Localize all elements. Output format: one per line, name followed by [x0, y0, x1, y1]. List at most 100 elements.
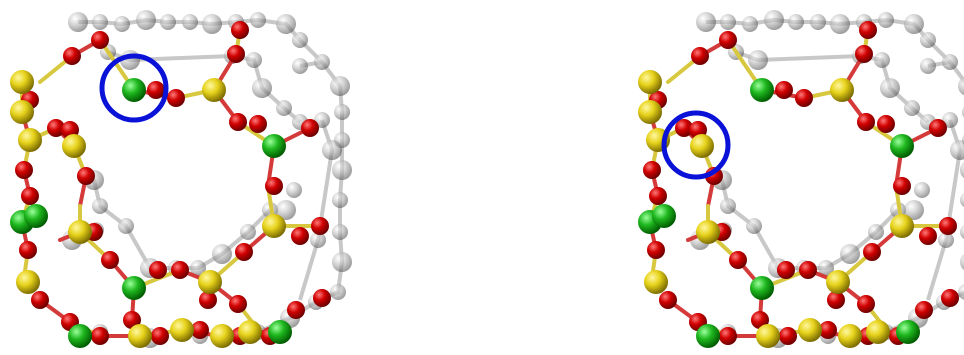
oxygen-atom	[859, 21, 877, 39]
oxygen-atom	[149, 261, 167, 279]
oxygen-atom	[199, 291, 217, 309]
oxygen-atom	[101, 251, 119, 269]
ghost-bond	[298, 60, 335, 301]
oxygen-atom	[21, 187, 39, 205]
ghost-atom	[960, 162, 964, 178]
ghost-atom	[818, 260, 834, 276]
zeolite-cage-structure-left	[10, 10, 352, 348]
oxygen-atom	[249, 115, 267, 133]
silicon-atom	[690, 134, 714, 158]
aluminum-atom	[890, 134, 914, 158]
ghost-atom	[276, 14, 296, 34]
oxygen-atom	[313, 289, 331, 307]
oxygen-atom	[311, 217, 329, 235]
oxygen-atom	[915, 301, 933, 319]
ghost-atom	[746, 218, 762, 234]
oxygen-atom	[151, 327, 169, 345]
oxygen-atom	[827, 291, 845, 309]
aluminum-atom	[122, 276, 146, 300]
ghost-atom	[330, 284, 346, 300]
oxygen-atom	[795, 89, 813, 107]
oxygen-atom	[659, 291, 677, 309]
silicon-atom	[202, 78, 226, 102]
silicon-atom	[644, 270, 668, 294]
oxygen-atom	[31, 291, 49, 309]
oxygen-atom	[751, 311, 769, 329]
ghost-atom	[160, 14, 176, 30]
ghost-atom	[292, 32, 308, 48]
ghost-atom	[246, 52, 262, 68]
aluminum-atom	[24, 204, 48, 228]
ghost-atom	[810, 14, 826, 30]
ghost-atom	[332, 252, 352, 272]
ghost-atom	[190, 260, 206, 276]
oxygen-atom	[929, 119, 947, 137]
oxygen-atom	[799, 261, 817, 279]
ghost-atom	[286, 182, 302, 198]
oxygen-atom	[235, 243, 253, 261]
oxygen-atom	[291, 227, 309, 245]
ghost-atom	[942, 54, 958, 70]
ghost-atom	[920, 32, 936, 48]
oxygen-atom	[877, 115, 895, 133]
oxygen-atom	[15, 161, 33, 179]
oxygen-atom	[857, 295, 875, 313]
ghost-atom	[960, 225, 964, 239]
oxygen-atom	[893, 177, 911, 195]
oxygen-atom	[719, 31, 737, 49]
oxygen-atom	[77, 167, 95, 185]
ghost-atom	[788, 14, 804, 30]
highlight-ring	[661, 110, 731, 180]
oxygen-atom	[675, 119, 693, 137]
silicon-atom	[198, 270, 222, 294]
oxygen-atom	[227, 45, 245, 63]
oxygen-atom	[691, 47, 709, 65]
silicon-atom	[826, 270, 850, 294]
silicon-atom	[638, 70, 662, 94]
zeolite-cage-structure-right	[638, 10, 964, 348]
ghost-atom	[920, 58, 936, 74]
ghost-atom	[720, 14, 736, 30]
oxygen-atom	[63, 47, 81, 65]
oxygen-atom	[819, 321, 837, 339]
aluminum-atom	[268, 320, 292, 344]
aluminum-atom	[750, 78, 774, 102]
ghost-atom	[332, 160, 352, 180]
silicon-atom	[756, 324, 780, 348]
ghost-atom	[332, 192, 348, 208]
atom-layer	[10, 21, 331, 348]
oxygen-atom	[91, 327, 109, 345]
silicon-atom	[10, 70, 34, 94]
ghost-atom	[334, 104, 350, 120]
ghost-atom	[202, 14, 222, 34]
aluminum-atom	[68, 324, 92, 348]
ghost-atom	[874, 52, 890, 68]
ghost-atom	[914, 182, 930, 198]
aluminum-atom	[696, 324, 720, 348]
ghost-atom	[904, 14, 924, 34]
ghost-atom	[830, 14, 850, 34]
ghost-atom	[250, 12, 266, 28]
ghost-atom	[958, 76, 964, 96]
silicon-atom	[16, 270, 40, 294]
oxygen-atom	[643, 161, 661, 179]
ghost-atom	[92, 198, 108, 214]
ghost-atom	[118, 218, 134, 234]
ghost-atom	[938, 232, 954, 248]
ghost-atom	[332, 224, 348, 240]
oxygen-atom	[939, 217, 957, 235]
oxygen-atom	[775, 81, 793, 99]
silicon-atom	[838, 324, 862, 348]
ghost-atom	[212, 244, 232, 264]
oxygen-atom	[265, 177, 283, 195]
ghost-atom	[720, 198, 736, 214]
ghost-framework-layer	[690, 10, 964, 348]
silicon-atom	[210, 324, 234, 348]
oxygen-atom	[855, 45, 873, 63]
highlight-ring	[99, 53, 169, 123]
ghost-atom	[240, 224, 256, 240]
ghost-atom	[310, 232, 326, 248]
ghost-atom	[276, 100, 292, 116]
silicon-atom	[68, 220, 92, 244]
ghost-atom	[696, 12, 716, 32]
